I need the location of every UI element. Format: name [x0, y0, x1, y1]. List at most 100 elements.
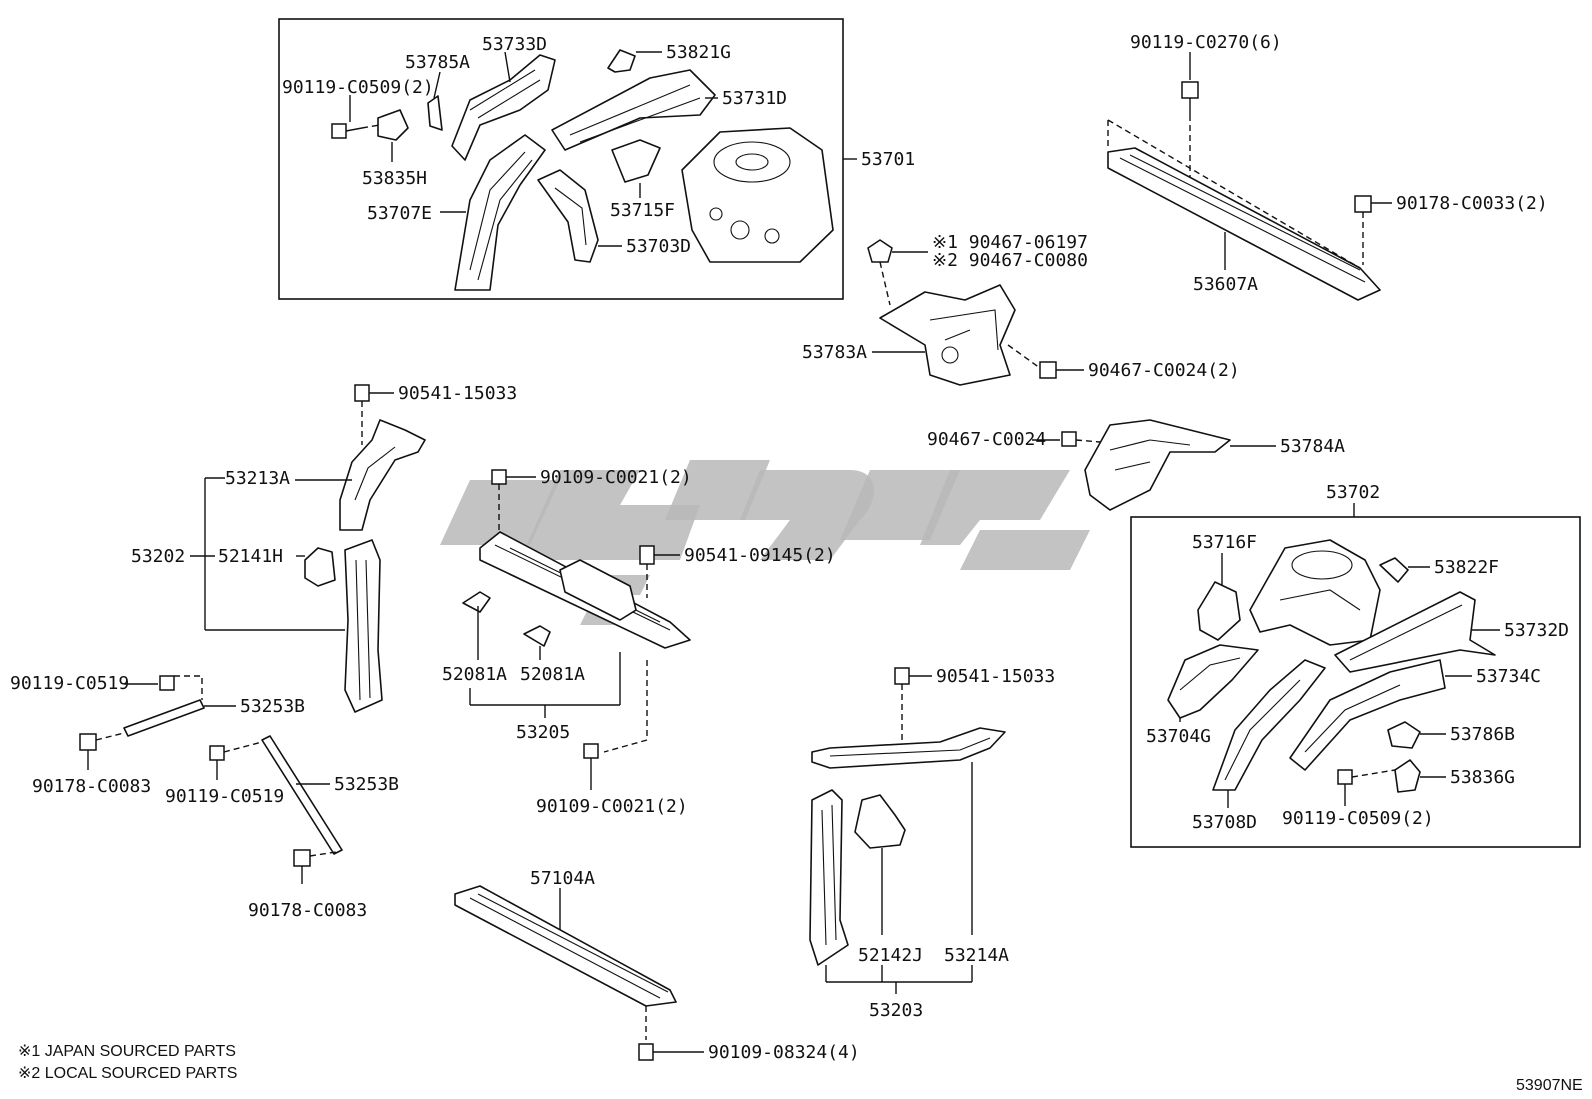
label-53836G: 53836G [1450, 767, 1515, 788]
assembly-53783A: ※1 90467-06197 ※2 90467-C0080 53783A 904… [802, 232, 1240, 386]
label-53785A: 53785A [405, 52, 470, 73]
note-japan-sourced: ※1 JAPAN SOURCED PARTS [18, 1043, 236, 1060]
label-53708D: 53708D [1192, 812, 1257, 833]
bracket-53716F [1197, 581, 1241, 641]
label-53607A: 53607A [1193, 274, 1258, 295]
label-53784A: 53784A [1280, 436, 1345, 457]
bolt-90467-C0024 [1061, 431, 1077, 447]
rail-53731D [551, 69, 716, 151]
figure-code: 53907NE [1516, 1077, 1583, 1094]
label-90119-C0519-b: 90119-C0519 [165, 786, 284, 807]
nut-90178-C0083-a [79, 733, 97, 751]
tower-53701 [681, 127, 834, 263]
group-53701: 53701 53733D 53785A 53821G 53731D 90119-… [278, 18, 915, 300]
label-90541-15033-a: 90541-15033 [398, 383, 517, 404]
label-90119-C0509-top: 90119-C0509(2) [282, 77, 434, 98]
label-90178-C0083-b: 90178-C0083 [248, 900, 367, 921]
support-53213A [339, 419, 426, 531]
rod-53253B-a [123, 699, 205, 737]
label-52081A-2: 52081A [520, 664, 585, 685]
note-local-sourced: ※2 LOCAL SOURCED PARTS [18, 1065, 237, 1082]
bolt-90119-C0509-top [331, 123, 386, 139]
support-lower-53203 [809, 789, 849, 966]
bracket-52142J [854, 794, 906, 849]
assembly-57104A: 57104A 90109-08324(4) [454, 868, 860, 1063]
support-lower-53202 [344, 539, 383, 713]
member-53704G [1167, 644, 1259, 719]
label-90109-08324: 90109-08324(4) [708, 1042, 860, 1063]
label-53821G: 53821G [666, 42, 731, 63]
bracket-53835H [377, 109, 409, 141]
bolt-90467-C0024-2 [1039, 361, 1057, 379]
label-53733D: 53733D [482, 34, 547, 55]
group-label-53702: 53702 [1326, 482, 1380, 503]
rail-53734C [1289, 659, 1446, 771]
group-label-53205: 53205 [516, 722, 570, 743]
label-90119-C0509-bottom: 90119-C0509(2) [1282, 808, 1434, 829]
label-53253B-b: 53253B [334, 774, 399, 795]
nut-90178-C0083-b [293, 849, 311, 867]
label-90109-C0021-bottom: 90109-C0021(2) [536, 796, 688, 817]
member-53703D [537, 169, 599, 263]
label-53732D: 53732D [1504, 620, 1569, 641]
label-90541-15033-b: 90541-15033 [936, 666, 1055, 687]
bracket-53836G [1394, 759, 1421, 793]
cushion-90541-09145 [639, 545, 655, 565]
group-label-53701: 53701 [861, 149, 915, 170]
group-53702: 53702 53716F 53822F 53732D 53734C 53704G [1130, 482, 1581, 848]
bracket-52081A-2 [523, 625, 551, 647]
group-label-53203: 53203 [869, 1000, 923, 1021]
bolt-90109-C0021-bottom [583, 743, 599, 759]
group-53205: 90109-C0021(2) 90541-09145(2) 52081A 520… [442, 467, 836, 817]
bolt-90119-C0519-a [159, 675, 175, 691]
label-90178-C0033: 90178-C0033(2) [1396, 193, 1548, 214]
bolt-90109-08324 [638, 1043, 654, 1061]
clip-53821G [607, 49, 636, 73]
bracket-53783A [879, 284, 1016, 386]
assembly-53784A: 90467-C0024 53784A [927, 419, 1345, 511]
label-53731D: 53731D [722, 88, 787, 109]
assembly-53607A: 90119-C0270(6) 90178-C0033(2) 53607A [1107, 32, 1548, 301]
group-box-53702 [1130, 516, 1581, 848]
label-90467-06197: ※1 90467-06197 [932, 232, 1088, 253]
label-90119-C0519-a: 90119-C0519 [10, 673, 129, 694]
nut-90178-C0033 [1354, 195, 1372, 213]
label-53716F: 53716F [1192, 532, 1257, 553]
label-90467-C0024-2: 90467-C0024(2) [1088, 360, 1240, 381]
cushion-90541-15033-b [894, 667, 910, 685]
label-90541-09145: 90541-09145(2) [684, 545, 836, 566]
label-53783A: 53783A [802, 342, 867, 363]
watermark-logo [440, 460, 1090, 625]
label-53734C: 53734C [1476, 666, 1541, 687]
bolt-90119-C0519-b [209, 745, 225, 761]
label-52081A-1: 52081A [442, 664, 507, 685]
label-53786B: 53786B [1450, 724, 1515, 745]
bolt-90109-C0021-top [491, 469, 507, 485]
label-90119-C0270: 90119-C0270(6) [1130, 32, 1282, 53]
cushion-90541-15033-a [354, 384, 370, 402]
label-53822F: 53822F [1434, 557, 1499, 578]
rod-53253B-b [261, 735, 343, 855]
label-53835H: 53835H [362, 168, 427, 189]
bracket-53785A [427, 95, 443, 131]
bracket-53784A [1084, 419, 1231, 511]
group-label-53202: 53202 [131, 546, 185, 567]
label-90109-C0021-top: 90109-C0021(2) [540, 467, 692, 488]
bracket-52081A-1 [462, 591, 491, 613]
label-53715F: 53715F [610, 200, 675, 221]
label-52142J: 52142J [858, 945, 923, 966]
group-53202: 90541-15033 53202 53213A 52141H [131, 383, 517, 713]
label-53703D: 53703D [626, 236, 691, 257]
label-57104A: 57104A [530, 868, 595, 889]
label-53253B-a: 53253B [240, 696, 305, 717]
bolt-90119-C0509-bottom [1337, 769, 1353, 785]
label-53214A: 53214A [944, 945, 1009, 966]
clip-53822F [1379, 557, 1409, 583]
apron-53708D [1212, 659, 1326, 791]
label-53213A: 53213A [225, 468, 290, 489]
bolt-90119-C0270 [1181, 81, 1199, 99]
apron-53707E [454, 134, 546, 291]
label-90467-C0024: 90467-C0024 [927, 429, 1046, 450]
label-53704G: 53704G [1146, 726, 1211, 747]
